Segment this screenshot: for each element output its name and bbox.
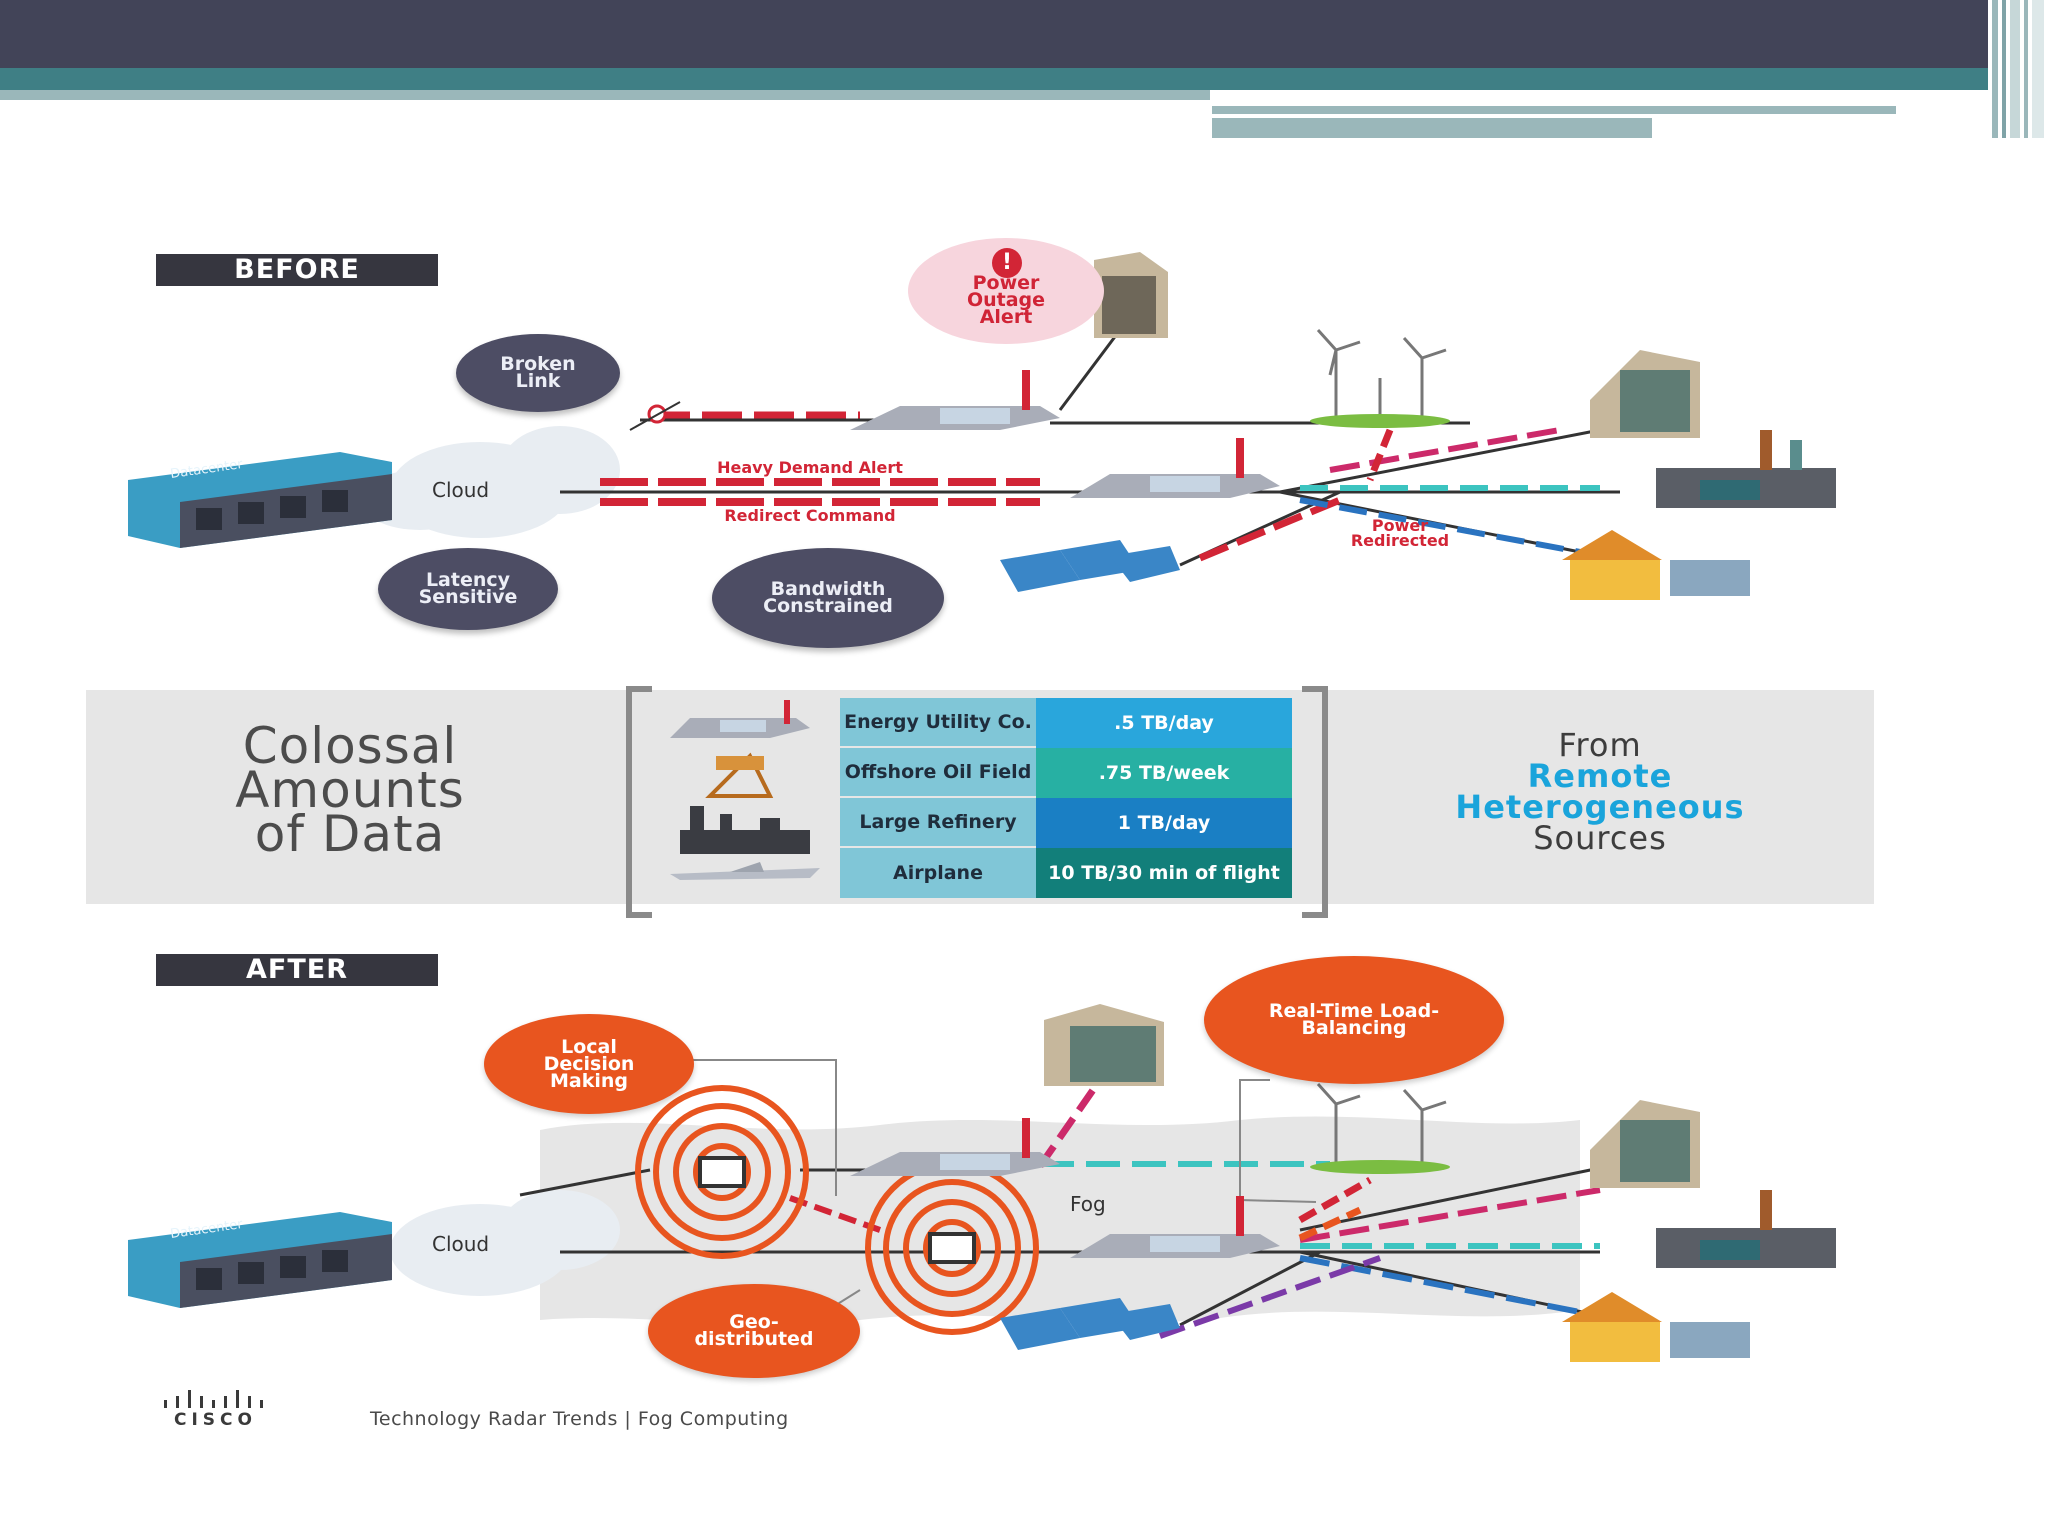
fog-label: Fog bbox=[1070, 1192, 1106, 1216]
table-row: Energy Utility Co. .5 TB/day bbox=[840, 698, 1292, 748]
cloud-shape bbox=[390, 1190, 620, 1296]
solar-panels bbox=[1000, 1298, 1180, 1350]
wind-turbines bbox=[1316, 1082, 1447, 1166]
office-building-top bbox=[1094, 252, 1168, 338]
data-volume-table: Energy Utility Co. .5 TB/day Offshore Oi… bbox=[840, 698, 1292, 898]
power-plant-middle bbox=[1070, 1196, 1280, 1258]
datacenter-server bbox=[128, 452, 392, 548]
header-bar bbox=[0, 0, 2048, 68]
left-bracket bbox=[626, 686, 652, 918]
office-building-right bbox=[1590, 350, 1700, 438]
sources-line-from: From bbox=[1558, 726, 1642, 764]
colossal-title-line-1: Colossal bbox=[242, 717, 458, 775]
cisco-logo-bars-icon bbox=[164, 1390, 263, 1408]
houses-right bbox=[1562, 1292, 1750, 1362]
factory-right bbox=[1656, 430, 1836, 508]
before-label: BEFORE bbox=[156, 254, 438, 286]
power-plant-top bbox=[850, 1118, 1060, 1176]
sources-line-heterogeneous: Heterogeneous bbox=[1455, 788, 1745, 826]
local-decision-bubble: Local Decision Making bbox=[484, 1014, 694, 1114]
right-bracket bbox=[1302, 686, 1328, 918]
bandwidth-constrained-label: Bandwidth Constrained bbox=[763, 578, 893, 617]
colossal-title: Colossal Amounts of Data bbox=[130, 717, 570, 863]
table-cell-source: Energy Utility Co. bbox=[840, 698, 1036, 748]
header-accent-stripe-right bbox=[1212, 106, 1896, 114]
latency-sensitive-label: Latency Sensitive bbox=[418, 569, 518, 608]
power-plant-top bbox=[850, 370, 1060, 430]
factory-right bbox=[1656, 1190, 1836, 1268]
wind-turbines bbox=[1316, 328, 1447, 420]
power-outage-alert-label: Power Outage Alert bbox=[966, 271, 1046, 328]
geo-distributed-label: Geo-distributed bbox=[694, 1311, 814, 1350]
table-cell-source: Large Refinery bbox=[840, 798, 1036, 848]
after-label: AFTER bbox=[156, 954, 438, 986]
latency-sensitive-bubble: Latency Sensitive bbox=[378, 548, 558, 630]
cisco-logo-text: CISCO bbox=[174, 1410, 257, 1430]
header-accent-stripe bbox=[0, 90, 1210, 100]
fog-node-1 bbox=[635, 1085, 809, 1259]
oil-rig-icon bbox=[705, 752, 774, 798]
office-building-right bbox=[1590, 1100, 1700, 1188]
solar-panels bbox=[1000, 540, 1180, 592]
table-cell-volume: .5 TB/day bbox=[1036, 698, 1292, 748]
airplane-icon bbox=[670, 862, 820, 880]
before-network-diagram bbox=[128, 252, 1836, 600]
table-cell-volume: 10 TB/30 min of flight bbox=[1036, 848, 1292, 898]
redirect-command-text: Redirect Command bbox=[724, 506, 896, 525]
source-icons bbox=[670, 700, 820, 880]
sources-line-remote: Remote bbox=[1527, 757, 1673, 795]
geo-distributed-bubble: Geo-distributed bbox=[648, 1284, 860, 1378]
header-accent-band bbox=[0, 68, 2048, 90]
colossal-title-line-3: of Data bbox=[254, 805, 446, 863]
cloud-shape bbox=[360, 426, 620, 538]
colossal-title-line-2: Amounts bbox=[235, 761, 465, 819]
datacenter-server bbox=[128, 1212, 392, 1308]
table-row: Airplane 10 TB/30 min of flight bbox=[840, 848, 1292, 898]
houses-right bbox=[1562, 530, 1750, 600]
sources-text: From Remote Heterogeneous Sources bbox=[1340, 726, 1860, 857]
after-network-diagram bbox=[128, 1004, 1836, 1362]
realtime-balancing-bubble: Real-Time Load-Balancing bbox=[1204, 956, 1504, 1084]
realtime-balancing-label: Real-Time Load-Balancing bbox=[1268, 1000, 1440, 1039]
header-accent-stripe-right-lower bbox=[1212, 118, 1652, 138]
power-redirected-text: Power Redirected bbox=[1350, 516, 1450, 550]
refinery-icon bbox=[680, 806, 810, 854]
table-row: Offshore Oil Field .75 TB/week bbox=[840, 748, 1292, 798]
heavy-demand-alert-text: Heavy Demand Alert bbox=[717, 458, 903, 477]
alert-icon: ! bbox=[992, 248, 1022, 278]
office-building-top bbox=[1044, 1004, 1164, 1086]
header-edge-stripes bbox=[1988, 0, 2048, 138]
power-plant-middle bbox=[1070, 438, 1280, 498]
table-cell-source: Offshore Oil Field bbox=[840, 748, 1036, 798]
table-cell-source: Airplane bbox=[840, 848, 1036, 898]
broken-link-bubble: Broken Link bbox=[456, 334, 620, 412]
cloud-label-after: Cloud bbox=[432, 1232, 490, 1256]
broken-link-label: Broken Link bbox=[500, 353, 576, 392]
table-cell-volume: 1 TB/day bbox=[1036, 798, 1292, 848]
footer-caption: Technology Radar Trends | Fog Computing bbox=[370, 1408, 789, 1430]
table-row: Large Refinery 1 TB/day bbox=[840, 798, 1292, 848]
bandwidth-constrained-bubble: Bandwidth Constrained bbox=[712, 548, 944, 648]
sources-line-sources: Sources bbox=[1533, 819, 1667, 857]
local-decision-label: Local Decision Making bbox=[543, 1035, 635, 1092]
cloud-label: Cloud bbox=[432, 478, 490, 502]
energy-plant-icon bbox=[670, 700, 810, 738]
table-cell-volume: .75 TB/week bbox=[1036, 748, 1292, 798]
fog-node-2 bbox=[865, 1161, 1039, 1335]
